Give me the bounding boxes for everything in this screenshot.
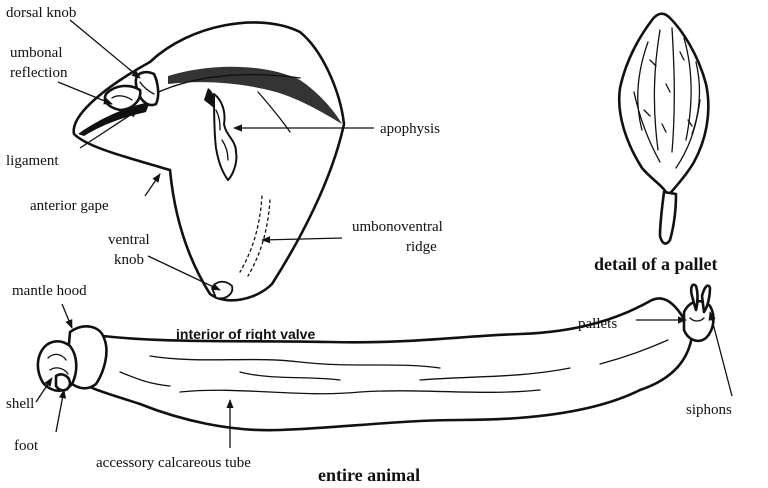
caption-entire-animal: entire animal bbox=[318, 465, 420, 485]
leader-siphons bbox=[710, 312, 732, 396]
label-accessory-calcareous-tube: accessory calcareous tube bbox=[96, 455, 251, 471]
label-pallets: pallets bbox=[578, 316, 617, 332]
leader-anterior-gape bbox=[145, 174, 160, 196]
label-ligament: ligament bbox=[6, 153, 59, 169]
leader-mantle-hood bbox=[62, 304, 72, 328]
label-anterior-gape: anterior gape bbox=[30, 198, 109, 214]
caption-detail-of-a-pallet: detail of a pallet bbox=[594, 254, 718, 274]
label-apophysis: apophysis bbox=[380, 121, 440, 137]
animal-siphon-end bbox=[684, 285, 713, 341]
label-dorsal-knob: dorsal knob bbox=[6, 5, 76, 21]
label-foot: foot bbox=[14, 438, 39, 454]
pallet-blade bbox=[619, 14, 708, 196]
label-umbonoventral-ridge-line2: ridge bbox=[406, 239, 437, 255]
ventral-knob-shape bbox=[212, 282, 232, 299]
caption-interior-of-right-valve: interior of right valve bbox=[176, 326, 315, 342]
leader-foot bbox=[56, 390, 64, 432]
label-umbonal-reflection-line1: umbonal bbox=[10, 45, 63, 61]
leader-dorsal-knob bbox=[70, 20, 140, 78]
animal-shell-and-hood bbox=[38, 326, 107, 390]
pallet-stalk bbox=[660, 192, 676, 243]
label-ventral-knob-line1: ventral bbox=[108, 232, 150, 248]
label-siphons: siphons bbox=[686, 402, 732, 418]
pallet-drawing bbox=[619, 14, 708, 244]
animal-drawing bbox=[38, 285, 714, 430]
label-umbonal-reflection-line2: reflection bbox=[10, 65, 68, 81]
label-ventral-knob-line2: knob bbox=[114, 252, 144, 268]
label-shell: shell bbox=[6, 396, 34, 412]
label-mantle-hood: mantle hood bbox=[12, 283, 87, 299]
label-umbonoventral-ridge-line1: umbonoventral bbox=[352, 219, 443, 235]
